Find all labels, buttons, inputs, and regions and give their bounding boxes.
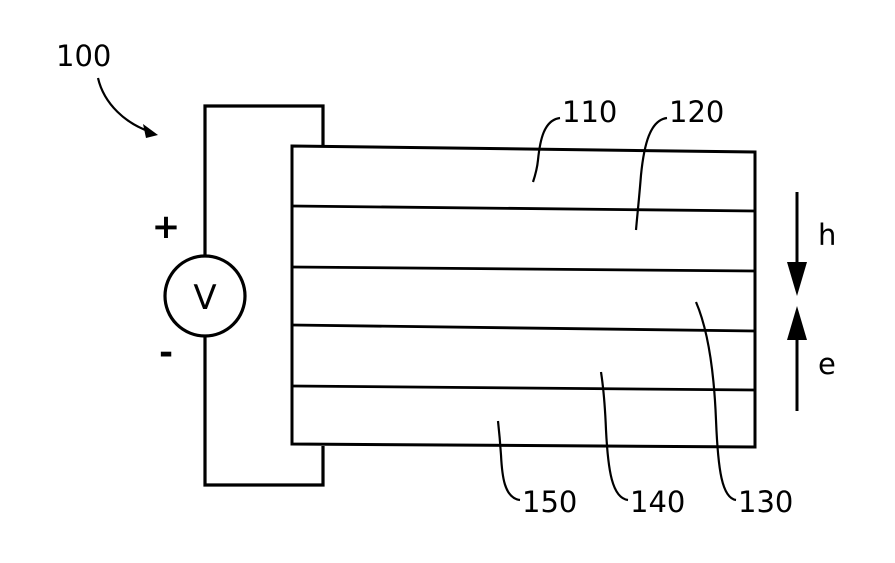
arrowhead-100	[143, 124, 158, 138]
electron-arrow-head	[787, 306, 807, 340]
label-130: 130	[738, 485, 793, 519]
label-150: 150	[522, 485, 577, 519]
label-100: 100	[56, 39, 111, 73]
label-120: 120	[669, 95, 724, 129]
label-140: 140	[630, 485, 685, 519]
label-110: 110	[562, 95, 617, 129]
electron-label: e	[818, 347, 836, 381]
leader-100	[98, 78, 151, 132]
positive-terminal-sign: +	[152, 207, 181, 247]
hole-label: h	[818, 218, 836, 252]
hole-arrow-head	[787, 262, 807, 296]
voltage-symbol: V	[193, 278, 216, 318]
device-outline	[292, 146, 755, 447]
negative-terminal-sign: -	[159, 333, 173, 373]
